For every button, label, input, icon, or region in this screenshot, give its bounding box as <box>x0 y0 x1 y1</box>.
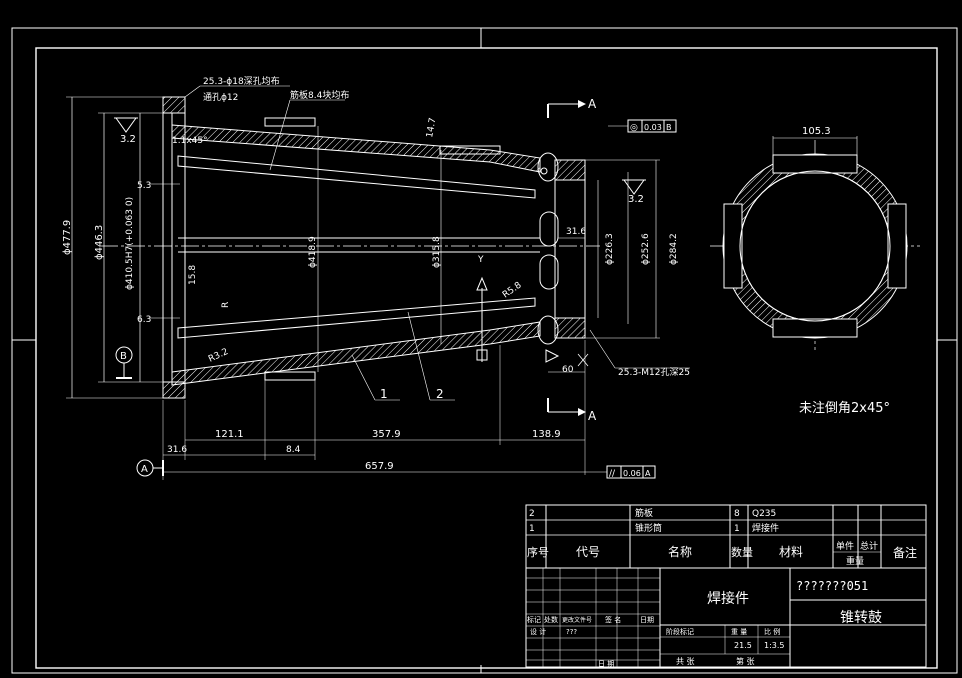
header-code: 代号 <box>576 545 600 559</box>
roughness-right: 3.2 <box>628 194 644 205</box>
part-1-qty: 1 <box>734 524 740 534</box>
gdt-top-ref: B <box>666 123 672 132</box>
dim-phi-315-8: ϕ315.8 <box>432 236 442 268</box>
part-2-qty: 8 <box>734 509 740 519</box>
section-view: A A ϕ477.9 ϕ446.3 ϕ410.5H7(+0.063 0) ϕ41… <box>62 75 690 480</box>
mid-arrow-label: Y <box>477 255 484 265</box>
drawing-number: ???????051 <box>796 579 868 593</box>
lower-cone-wall <box>171 321 541 386</box>
part-2-name: 筋板 <box>635 507 653 519</box>
gdt-bottom-symbol: // <box>609 469 616 479</box>
sheets-total: 共 张 <box>676 657 695 666</box>
dim-8-4: 8.4 <box>286 445 301 455</box>
gdt-frame-bottom: // 0.06 A <box>585 465 656 479</box>
dim-phi-418-9: ϕ418.9 <box>308 236 318 268</box>
header-no: 序号 <box>527 545 549 559</box>
note-hole-spec-bottom: 25.3-M12孔深25 <box>618 367 690 378</box>
header-name: 名称 <box>668 544 692 559</box>
weight-value: 21.5 <box>734 641 752 650</box>
weight-label: 重 量 <box>731 628 747 636</box>
part-1-no: 1 <box>529 524 535 534</box>
dim-31-6-bottom: 31.6 <box>167 445 187 455</box>
dim-r-label: R <box>221 302 231 308</box>
section-label-bottom: A <box>588 409 597 423</box>
dim-phi-252-6: ϕ252.6 <box>641 233 651 265</box>
material-cell: 焊接件 <box>707 590 749 607</box>
header-qty: 数量 <box>731 546 753 559</box>
dim-105-3: 105.3 <box>802 126 831 137</box>
section-label-top: A <box>588 97 597 111</box>
left-flange <box>162 96 186 114</box>
header-single: 单件 <box>836 540 854 552</box>
dim-60: 60 <box>562 365 574 375</box>
part-2-material: Q235 <box>752 509 776 519</box>
roughness-left: 3.2 <box>120 134 136 145</box>
rev-qty: 处数 <box>544 615 558 624</box>
header-total: 总计 <box>860 540 878 552</box>
part-1-material: 焊接件 <box>752 522 779 534</box>
dim-657-9: 657.9 <box>365 461 394 472</box>
gdt-frame-top: ◎ 0.03 B <box>608 119 677 133</box>
balloon-1: 1 <box>380 387 388 401</box>
header-material: 材料 <box>779 545 803 559</box>
gdt-bottom-value: 0.06 <box>623 469 641 478</box>
dim-6-3: 6.3 <box>137 315 151 325</box>
part-1-name: 锥形筒 <box>635 522 662 534</box>
sheet-number: 第 张 <box>736 656 755 666</box>
header-weight: 重量 <box>846 555 864 567</box>
dim-phi-284-2: ϕ284.2 <box>669 233 679 265</box>
header-remark: 备注 <box>893 545 917 560</box>
datum-b: B <box>120 351 127 362</box>
scale-label: 比 例 <box>764 627 780 636</box>
dim-121-1: 121.1 <box>215 429 244 440</box>
rev-doc: 更改文件号 <box>562 616 592 624</box>
note-hole-through: 通孔ϕ12 <box>203 92 238 103</box>
rev-mark: 标记 <box>527 615 541 624</box>
date-label: 日 期 <box>598 660 614 668</box>
gdt-top-value: 0.03 <box>644 123 662 132</box>
dim-chamfer: 1.1x45° <box>172 136 208 146</box>
dim-138-9: 138.9 <box>532 429 561 440</box>
rev-sign: 签 名 <box>605 615 621 624</box>
datum-a: A <box>141 464 148 475</box>
dim-phi-410: ϕ410.5H7(+0.063 0) <box>125 197 135 290</box>
note-chamfer: 未注倒角2x45° <box>799 401 890 416</box>
note-ribs: 筋板8.4块均布 <box>290 89 349 101</box>
title-block: 2 筋板 8 Q235 1 锥形筒 1 焊接件 序号 代号 名称 数量 材料 单… <box>525 504 927 668</box>
dim-357-9: 357.9 <box>372 429 401 440</box>
upper-cone-wall <box>171 124 541 173</box>
design-label: 设 计 <box>530 627 546 636</box>
note-hole-spec-top: 25.3-ϕ18深孔均布 <box>203 75 280 87</box>
gdt-bottom-ref: A <box>645 469 651 478</box>
designer: ??? <box>566 628 577 636</box>
drawing-frame <box>11 27 958 674</box>
dim-phi-226-3: ϕ226.3 <box>605 233 615 265</box>
part-2-no: 2 <box>529 509 535 519</box>
section-a-a-view: 105.3 未注倒角2x45° <box>710 126 920 416</box>
dim-r5-8: R5.8 <box>501 280 524 300</box>
dim-5-3: 5.3 <box>137 181 151 191</box>
right-hub <box>554 159 586 181</box>
stage-label: 阶段标记 <box>666 627 694 636</box>
dim-phi-477-9: ϕ477.9 <box>62 220 73 255</box>
scale-value: 1:3.5 <box>764 641 785 650</box>
drawing-title: 锥转鼓 <box>840 610 882 626</box>
dim-14-7: 14.7 <box>425 117 438 138</box>
dim-15-8: 15.8 <box>188 265 198 285</box>
dim-r3-2: R3.2 <box>207 347 230 365</box>
dim-31-6-hub: 31.6 <box>566 227 586 237</box>
gdt-top-symbol: ◎ <box>630 123 638 133</box>
dim-phi-446-3: ϕ446.3 <box>94 225 105 260</box>
rev-date: 日期 <box>640 616 654 624</box>
balloon-2: 2 <box>436 387 444 401</box>
